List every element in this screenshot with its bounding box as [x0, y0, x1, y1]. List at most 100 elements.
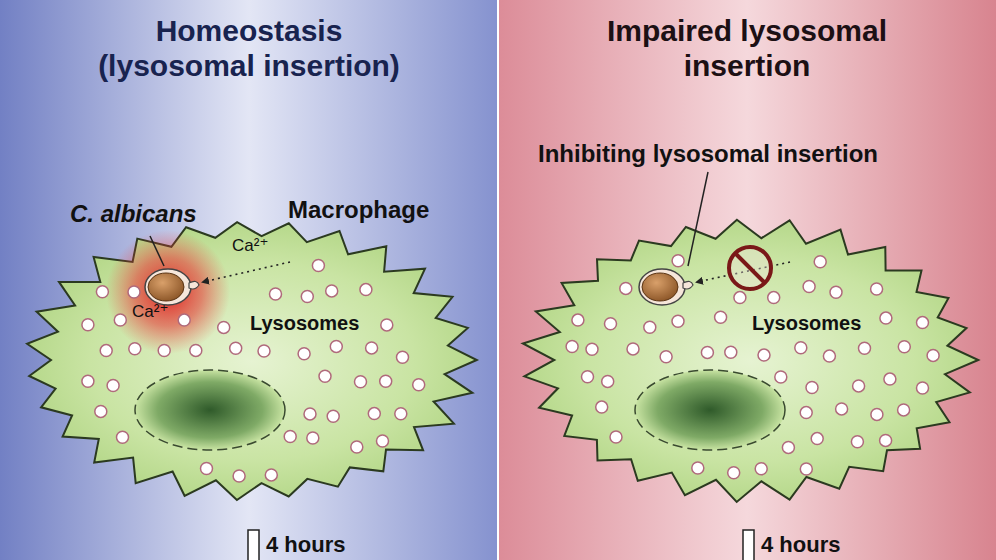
lysosome [368, 408, 380, 420]
lysosome [803, 281, 815, 293]
panel-divider [497, 0, 499, 560]
lysosome [775, 371, 787, 383]
time-label: 4 hours [266, 532, 345, 557]
lysosomes [82, 255, 939, 482]
lysosome [218, 321, 230, 333]
lysosome [755, 463, 767, 475]
lysosome [692, 462, 704, 474]
lysosome [672, 315, 684, 327]
lysosome [380, 375, 392, 387]
lysosome [82, 375, 94, 387]
lysosome [851, 436, 863, 448]
lysosome [795, 342, 807, 354]
organism-label: C. albicans [70, 200, 197, 228]
candida-cell [145, 269, 199, 305]
lysosome [330, 340, 342, 352]
lysosome [823, 350, 835, 362]
lysosome [728, 467, 740, 479]
lysosome [853, 380, 865, 392]
lysosome [836, 403, 848, 415]
lysosome [377, 435, 389, 447]
lysosome [758, 349, 770, 361]
calcium-glow [106, 230, 230, 354]
lysosome [312, 260, 324, 272]
lysosome [927, 349, 939, 361]
ion-label: Ca²⁺ [232, 236, 268, 256]
calcium-flux-arrow [203, 262, 290, 282]
lysosome [381, 319, 393, 331]
lysosome [605, 318, 617, 330]
lysosome [672, 255, 684, 267]
ion-label: Ca²⁺ [132, 302, 168, 322]
lysosome [351, 441, 363, 453]
panel-ground [0, 0, 498, 560]
lysosome [917, 382, 929, 394]
lysosome [158, 345, 170, 357]
lysosome [304, 408, 316, 420]
leader-line [150, 236, 164, 266]
time-label: 4 hours [761, 532, 840, 557]
lysosome [880, 312, 892, 324]
lysosome [360, 284, 372, 296]
macrophage-cell [523, 220, 978, 502]
lysosome [129, 343, 141, 355]
lysosome [586, 343, 598, 355]
lysosome [627, 343, 639, 355]
lysosome [265, 469, 277, 481]
panel-ground [498, 0, 996, 560]
lysosome [566, 341, 578, 353]
lysosome [898, 404, 910, 416]
lysosome [898, 341, 910, 353]
lysosome [768, 292, 780, 304]
organelle-label: Lysosomes [250, 312, 359, 335]
lysosome [734, 292, 746, 304]
cell-label: Macrophage [288, 196, 429, 224]
lysosome [620, 282, 632, 294]
lysosome [96, 286, 108, 298]
lysosome [301, 291, 313, 303]
lysosome [366, 342, 378, 354]
panel-title: Impaired lysosomal insertion [582, 14, 912, 83]
annotation: Inhibiting lysosomal insertion [538, 140, 878, 168]
leader-line [688, 172, 708, 266]
lysosome [327, 410, 339, 422]
lysosome [811, 433, 823, 445]
lysosome [95, 405, 107, 417]
lysosome [610, 431, 622, 443]
lysosome [258, 345, 270, 357]
lysosome [298, 348, 310, 360]
lysosome [201, 463, 213, 475]
lysosome [782, 441, 794, 453]
lysosome [190, 344, 202, 356]
lysosome [701, 346, 713, 358]
lysosome [859, 342, 871, 354]
lysosome [178, 314, 190, 326]
lysosome [355, 376, 367, 388]
lysosome [800, 463, 812, 475]
lysosome [397, 351, 409, 363]
nucleus [635, 370, 785, 450]
lysosome [395, 408, 407, 420]
lysosome [107, 380, 119, 392]
time-bar [248, 530, 259, 560]
lysosome [233, 470, 245, 482]
lysosome [884, 373, 896, 385]
lysosome [82, 319, 94, 331]
lysosome [413, 379, 425, 391]
lysosome [806, 382, 818, 394]
lysosome [117, 431, 129, 443]
lysosome [582, 371, 594, 383]
inhibition-sign [729, 247, 771, 289]
lysosome [572, 314, 584, 326]
lysosome [114, 314, 126, 326]
lysosome [814, 256, 826, 268]
candida-cell [639, 269, 693, 305]
lysosome [871, 283, 883, 295]
lysosome [596, 401, 608, 413]
lysosome [307, 432, 319, 444]
lysosome [660, 351, 672, 363]
lysosome [871, 408, 883, 420]
nucleus [135, 370, 285, 450]
